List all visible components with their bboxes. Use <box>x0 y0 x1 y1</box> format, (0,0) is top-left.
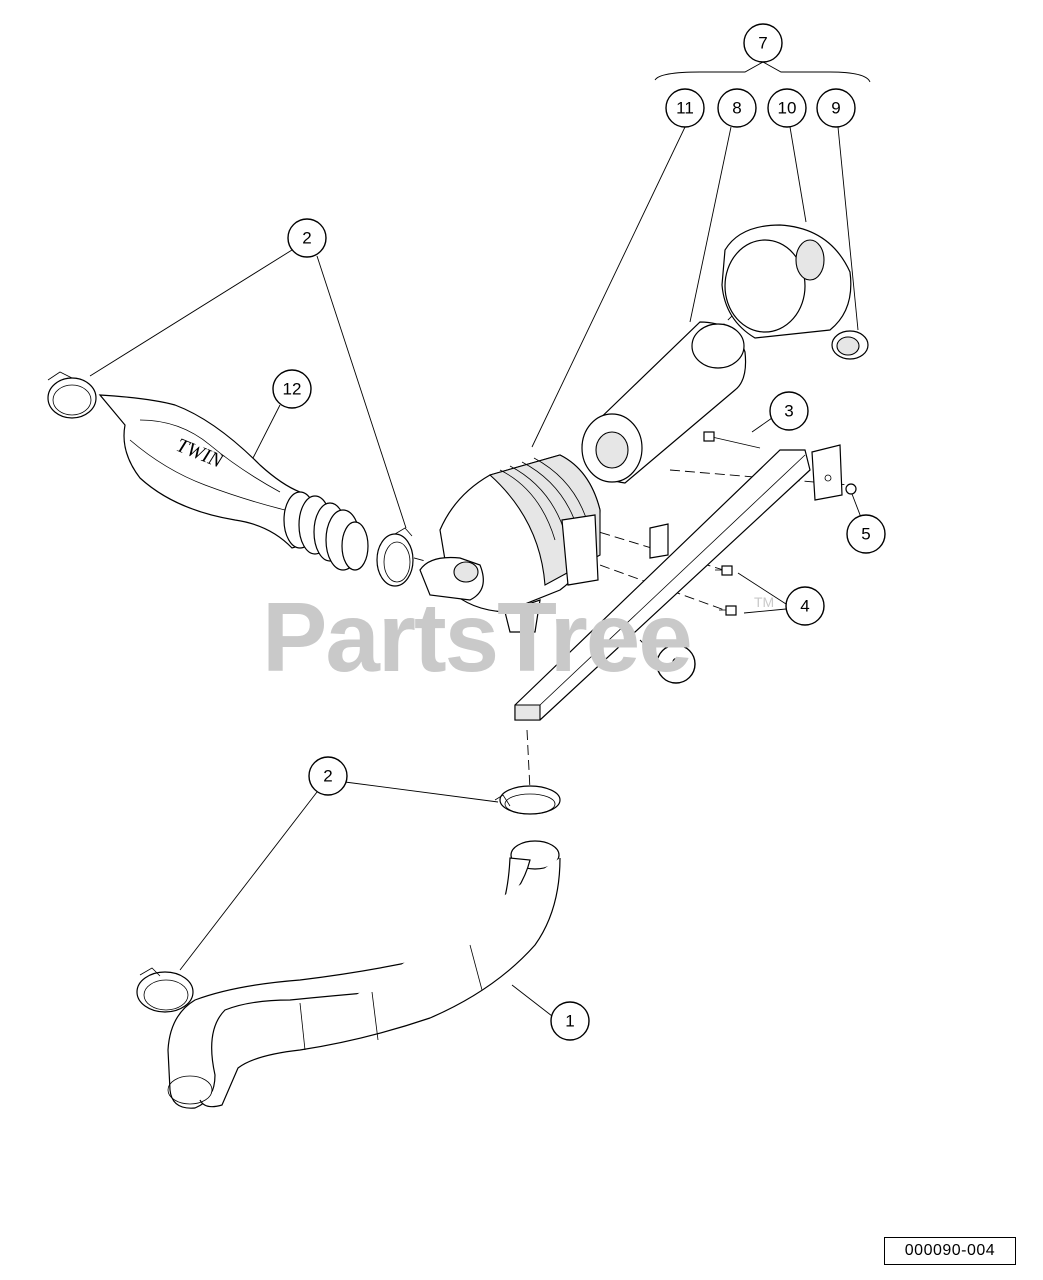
callout-11[interactable]: 11 <box>665 88 705 128</box>
svg-text:2: 2 <box>302 229 311 248</box>
bracket-plate <box>811 444 843 501</box>
svg-text:9: 9 <box>831 99 840 118</box>
long-bolt <box>703 431 761 449</box>
svg-text:12: 12 <box>283 380 302 399</box>
lower-hose <box>167 840 561 1109</box>
nut <box>845 483 857 495</box>
intake-hose: TWIN <box>98 394 369 571</box>
callout-1[interactable]: 1 <box>550 1001 590 1041</box>
svg-text:2: 2 <box>323 767 332 786</box>
watermark-trademark: TM <box>754 594 775 610</box>
callout-2-bottom[interactable]: 2 <box>308 756 348 796</box>
callout-10[interactable]: 10 <box>767 88 807 128</box>
svg-text:3: 3 <box>784 402 793 421</box>
svg-text:1: 1 <box>565 1012 574 1031</box>
svg-text:11: 11 <box>676 99 694 118</box>
svg-text:5: 5 <box>861 525 870 544</box>
callout-7[interactable]: 7 <box>743 23 783 63</box>
mounting-bolt-upper <box>715 565 733 576</box>
mounting-bolt-lower <box>719 605 737 616</box>
svg-text:7: 7 <box>758 34 767 53</box>
callout-5[interactable]: 5 <box>846 514 886 554</box>
callout-8[interactable]: 8 <box>717 88 757 128</box>
hose-clamp-top-left <box>47 371 97 419</box>
callout-12[interactable]: 12 <box>272 369 312 409</box>
leader-lines <box>89 61 871 1017</box>
filter-element <box>581 321 747 484</box>
callout-2-top[interactable]: 2 <box>287 218 327 258</box>
hose-clamp-intake <box>376 527 414 587</box>
vacuator-valve <box>831 330 869 360</box>
callout-4[interactable]: 4 <box>785 586 825 626</box>
svg-text:4: 4 <box>800 597 809 616</box>
callout-9[interactable]: 9 <box>816 88 856 128</box>
filter-cover <box>721 224 852 339</box>
svg-text:10: 10 <box>778 99 797 118</box>
svg-text:8: 8 <box>732 99 741 118</box>
hose-clamp-bottom-right <box>494 785 561 815</box>
air-filter-housing <box>419 454 669 633</box>
hose-clamp-bottom-left <box>136 967 194 1013</box>
svg-text:6: 6 <box>671 655 680 674</box>
mounting-rail <box>514 449 811 721</box>
reference-number: 000090-004 <box>884 1237 1016 1265</box>
callout-6[interactable]: 6 <box>656 644 696 684</box>
callout-3[interactable]: 3 <box>769 391 809 431</box>
